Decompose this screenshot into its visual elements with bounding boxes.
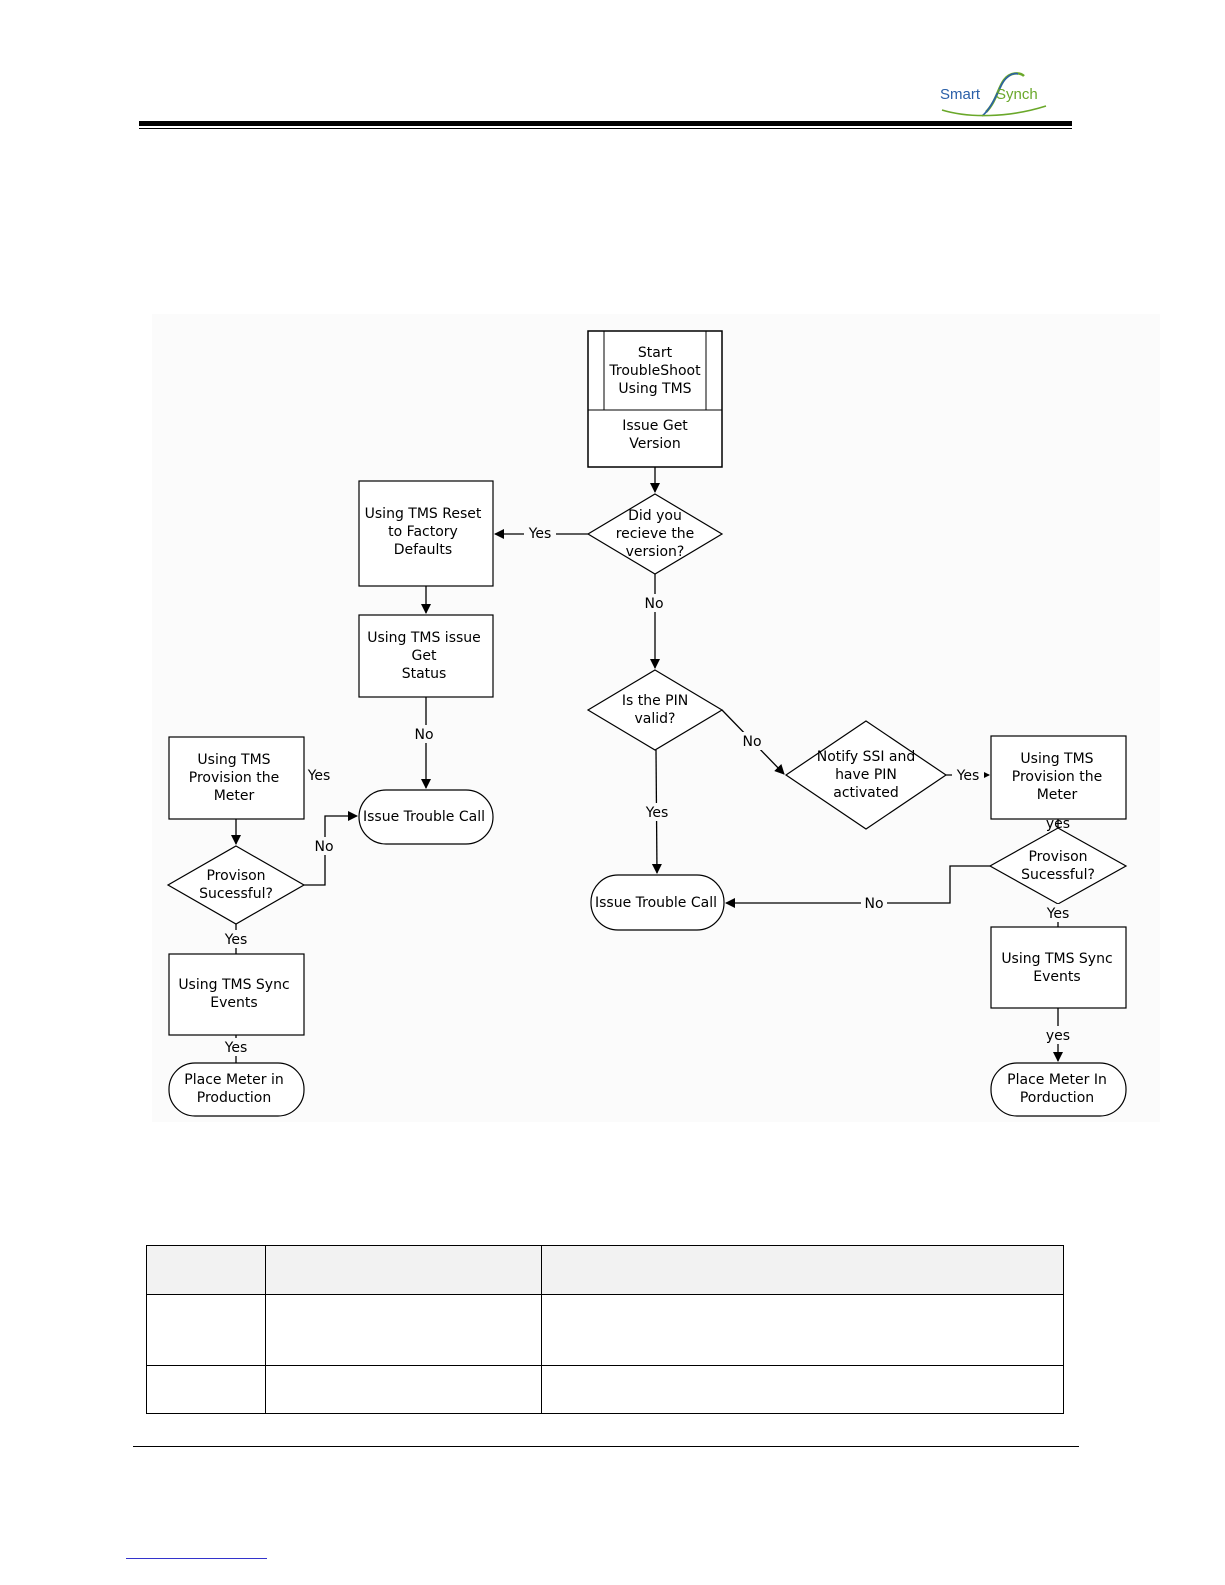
label-yes-provision-right-box: yes (1046, 816, 1070, 832)
label-yes-provision-right: Yes (1046, 906, 1070, 922)
footer-rule (133, 1446, 1079, 1447)
label-yes-sync-left: Yes (224, 1040, 248, 1056)
logo-text-smart: Smart (940, 86, 981, 103)
table-cell (146, 1294, 266, 1366)
table-cell (265, 1365, 542, 1414)
terminal-trouble-call-middle: Issue Trouble Call (590, 874, 725, 931)
header-rule-thin (139, 128, 1072, 129)
logo-swoosh-blue (981, 72, 1019, 117)
label-yes-pin: Yes (645, 805, 669, 821)
revision-table (146, 1245, 1064, 1414)
label-no-provision-right: No (864, 896, 883, 912)
table-row (146, 1365, 1064, 1414)
terminal-trouble-call-left: Issue Trouble Call (358, 789, 494, 845)
trouble-call-middle-label: Issue Trouble Call (595, 895, 717, 911)
table-row (146, 1294, 1064, 1366)
footnote-separator (126, 1558, 267, 1559)
smartsynch-logo: Smart Synch (940, 72, 1047, 117)
table-cell (541, 1294, 1064, 1366)
label-yes-notify: Yes (956, 768, 980, 784)
table-cell (265, 1294, 542, 1366)
label-no-version: No (644, 596, 663, 612)
label-no-status: No (414, 727, 433, 743)
header-rule-thick (139, 121, 1072, 126)
label-yes-version: Yes (528, 526, 552, 542)
logo-underline (941, 105, 1047, 117)
label-yes-sync-right: yes (1046, 1028, 1070, 1044)
edge-labels: Yes No No No Yes Yes Yes No Yes Yes yes … (220, 524, 1074, 1056)
label-no-pin: No (742, 734, 761, 750)
label-yes-provision-left: Yes (224, 932, 248, 948)
logo-text-synch: Synch (996, 86, 1038, 103)
revision-header-cell-3 (541, 1245, 1064, 1295)
trouble-call-left-label: Issue Trouble Call (363, 809, 485, 825)
table-cell (146, 1365, 266, 1414)
connector-provision-right-no-to-trouble (725, 865, 990, 908)
label-no-provision-left: No (314, 839, 333, 855)
revision-header-cell-1 (146, 1245, 266, 1295)
label-yes-provision-left-box: Yes (307, 768, 331, 784)
revision-table-header (146, 1245, 1064, 1295)
revision-header-cell-2 (265, 1245, 542, 1295)
table-cell (541, 1365, 1064, 1414)
